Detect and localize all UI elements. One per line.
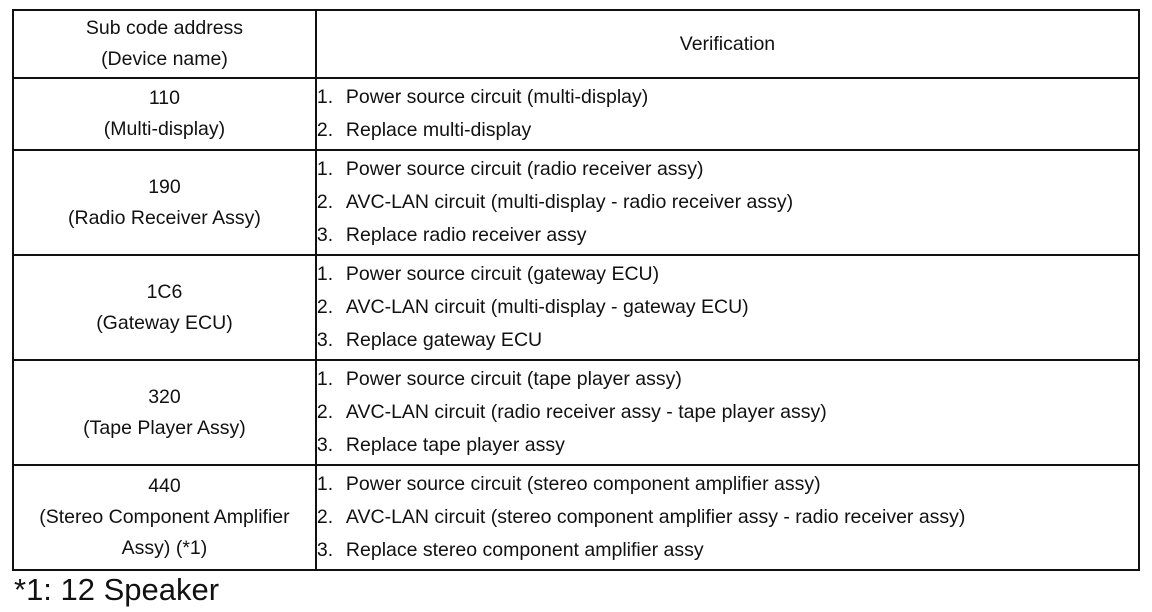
step-text: Replace radio receiver assy	[345, 224, 587, 246]
verification-cell: 1. Power source circuit (tape player ass…	[314, 359, 1141, 466]
sub-code-cell: 440 (Stereo Component Amplifier Assy) (*…	[12, 464, 317, 571]
step-number: 2.	[316, 506, 334, 528]
verification-step: 3. Replace radio receiver assy	[317, 219, 1138, 252]
header-col1-line2: (Device name)	[101, 48, 228, 70]
header-col1-line1: Sub code address	[85, 17, 244, 39]
header-verification: Verification	[314, 9, 1141, 79]
step-text: Power source circuit (stereo component a…	[345, 473, 821, 495]
sub-code-address: 1C6	[146, 280, 183, 303]
step-text: Power source circuit (radio receiver ass…	[345, 158, 704, 180]
header-sub-code-address: Sub code address (Device name)	[12, 9, 317, 79]
sub-code-cell: 1C6 (Gateway ECU)	[12, 254, 317, 361]
verification-cell: 1. Power source circuit (gateway ECU) 2.…	[314, 254, 1141, 361]
step-number: 1.	[316, 473, 334, 495]
device-name: (Multi-display)	[103, 118, 226, 140]
table-row: 110 (Multi-display) 1. Power source circ…	[12, 77, 1141, 151]
footnote: *1: 12 Speaker	[14, 572, 220, 607]
sub-code-cell: 320 (Tape Player Assy)	[12, 359, 317, 466]
step-number: 1.	[316, 158, 334, 180]
step-number: 2.	[316, 191, 334, 213]
step-text: AVC-LAN circuit (multi-display - radio r…	[345, 191, 794, 213]
step-text: AVC-LAN circuit (multi-display - gateway…	[345, 296, 749, 318]
step-number: 1.	[316, 368, 334, 390]
sub-code-address: 320	[148, 385, 181, 408]
step-number: 2.	[316, 296, 334, 318]
verification-step: 2. AVC-LAN circuit (multi-display - gate…	[317, 291, 1138, 324]
verification-step: 1. Power source circuit (stereo componen…	[317, 468, 1138, 501]
step-number: 3.	[316, 329, 334, 351]
table-row: 320 (Tape Player Assy) 1. Power source c…	[12, 359, 1141, 466]
verification-step: 3. Replace gateway ECU	[317, 324, 1138, 357]
sub-code-address: 110	[148, 87, 180, 109]
step-text: Replace gateway ECU	[345, 329, 543, 351]
device-name: (Stereo Component Amplifier	[39, 506, 290, 528]
step-text: Replace multi-display	[345, 119, 532, 141]
step-text: AVC-LAN circuit (stereo component amplif…	[345, 506, 966, 528]
table-row: 190 (Radio Receiver Assy) 1. Power sourc…	[12, 149, 1141, 256]
step-number: 3.	[316, 434, 334, 456]
table-row: 440 (Stereo Component Amplifier Assy) (*…	[12, 464, 1141, 571]
verification-step: 2. AVC-LAN circuit (radio receiver assy …	[317, 396, 1138, 429]
verification-step: 2. Replace multi-display	[317, 114, 1138, 147]
verification-step: 3. Replace tape player assy	[317, 429, 1138, 462]
device-name: (Radio Receiver Assy)	[68, 206, 261, 229]
sub-code-cell: 190 (Radio Receiver Assy)	[12, 149, 317, 256]
step-number: 3.	[316, 539, 334, 561]
verification-step: 1. Power source circuit (tape player ass…	[317, 363, 1138, 396]
table-row: 1C6 (Gateway ECU) 1. Power source circui…	[12, 254, 1141, 361]
verification-step: 1. Power source circuit (gateway ECU)	[317, 258, 1138, 291]
verification-step: 1. Power source circuit (multi-display)	[317, 81, 1138, 114]
step-number: 1.	[316, 86, 334, 108]
verification-step: 1. Power source circuit (radio receiver …	[317, 153, 1138, 186]
table-header-row: Sub code address (Device name) Verificat…	[12, 9, 1141, 79]
verification-cell: 1. Power source circuit (multi-display) …	[314, 77, 1141, 151]
verification-step: 3. Replace stereo component amplifier as…	[317, 534, 1138, 567]
verification-table: Sub code address (Device name) Verificat…	[12, 9, 1141, 571]
step-text: Power source circuit (gateway ECU)	[345, 263, 660, 285]
step-number: 3.	[316, 224, 334, 246]
verification-step: 2. AVC-LAN circuit (multi-display - radi…	[317, 186, 1138, 219]
sub-code-cell: 110 (Multi-display)	[12, 77, 317, 151]
step-text: Power source circuit (tape player assy)	[345, 368, 682, 390]
step-text: Power source circuit (multi-display)	[345, 86, 649, 108]
device-name: (Tape Player Assy)	[83, 416, 246, 439]
verification-step: 2. AVC-LAN circuit (stereo component amp…	[317, 501, 1138, 534]
step-number: 1.	[316, 263, 334, 285]
device-name: (Gateway ECU)	[96, 311, 233, 334]
verification-cell: 1. Power source circuit (stereo componen…	[314, 464, 1141, 571]
device-name: Assy) (*1)	[121, 537, 208, 559]
step-number: 2.	[316, 401, 334, 423]
sub-code-address: 440	[148, 475, 181, 497]
step-text: AVC-LAN circuit (radio receiver assy - t…	[345, 401, 827, 423]
step-text: Replace tape player assy	[345, 434, 565, 456]
verification-cell: 1. Power source circuit (radio receiver …	[314, 149, 1141, 256]
step-number: 2.	[316, 119, 334, 141]
sub-code-address: 190	[148, 175, 181, 198]
step-text: Replace stereo component amplifier assy	[345, 539, 704, 561]
